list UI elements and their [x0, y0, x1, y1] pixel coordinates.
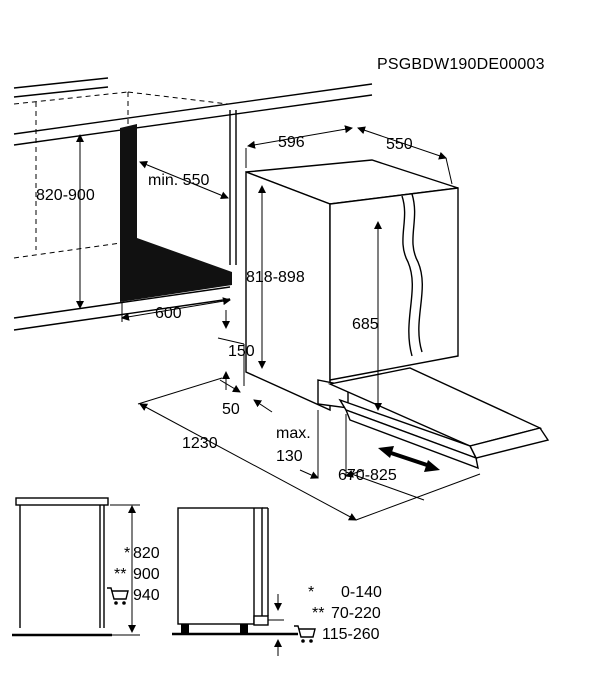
- plinth-height-label: 150: [228, 343, 255, 360]
- niche-height-label: 820-900: [36, 187, 95, 204]
- double-arrow-icon: [378, 446, 440, 472]
- niche: [13, 77, 373, 331]
- legend-doublestar-mark: **: [312, 605, 324, 622]
- appliance-width-label: 596: [278, 134, 305, 151]
- legend-row3-label: 115-260: [322, 626, 380, 643]
- legend-star-mark: *: [308, 584, 314, 601]
- cabinet-profile: [12, 497, 112, 637]
- height-820-label: 820: [133, 545, 160, 562]
- door-slide-label: 670-825: [338, 467, 397, 484]
- height-doublestar-mark: **: [114, 566, 126, 583]
- appliance-height-label: 818-898: [246, 269, 305, 286]
- door-height-label: 685: [352, 316, 379, 333]
- niche-side-wall: [120, 124, 232, 302]
- open-depth-label: 1230: [182, 435, 218, 452]
- drawing-code: PSGBDW190DE00003: [377, 56, 545, 73]
- appliance-profile: [172, 507, 298, 636]
- appliance: [245, 159, 550, 470]
- plinth-gap-label: 50: [222, 401, 240, 418]
- height-900-label: 900: [133, 566, 160, 583]
- max-label: max.: [276, 425, 311, 442]
- appliance-depth-label: 550: [386, 136, 413, 153]
- height-940-label: 940: [133, 587, 160, 604]
- cart-icon: [107, 587, 129, 605]
- niche-depth-label: min. 550: [148, 172, 209, 189]
- legend-row2-label: 70-220: [331, 605, 381, 622]
- legend-row1-label: 0-140: [341, 584, 382, 601]
- niche-width-label: 600: [155, 305, 182, 322]
- max-value-label: 130: [276, 448, 303, 465]
- cart-icon: [294, 625, 316, 643]
- height-star-mark: *: [124, 545, 130, 562]
